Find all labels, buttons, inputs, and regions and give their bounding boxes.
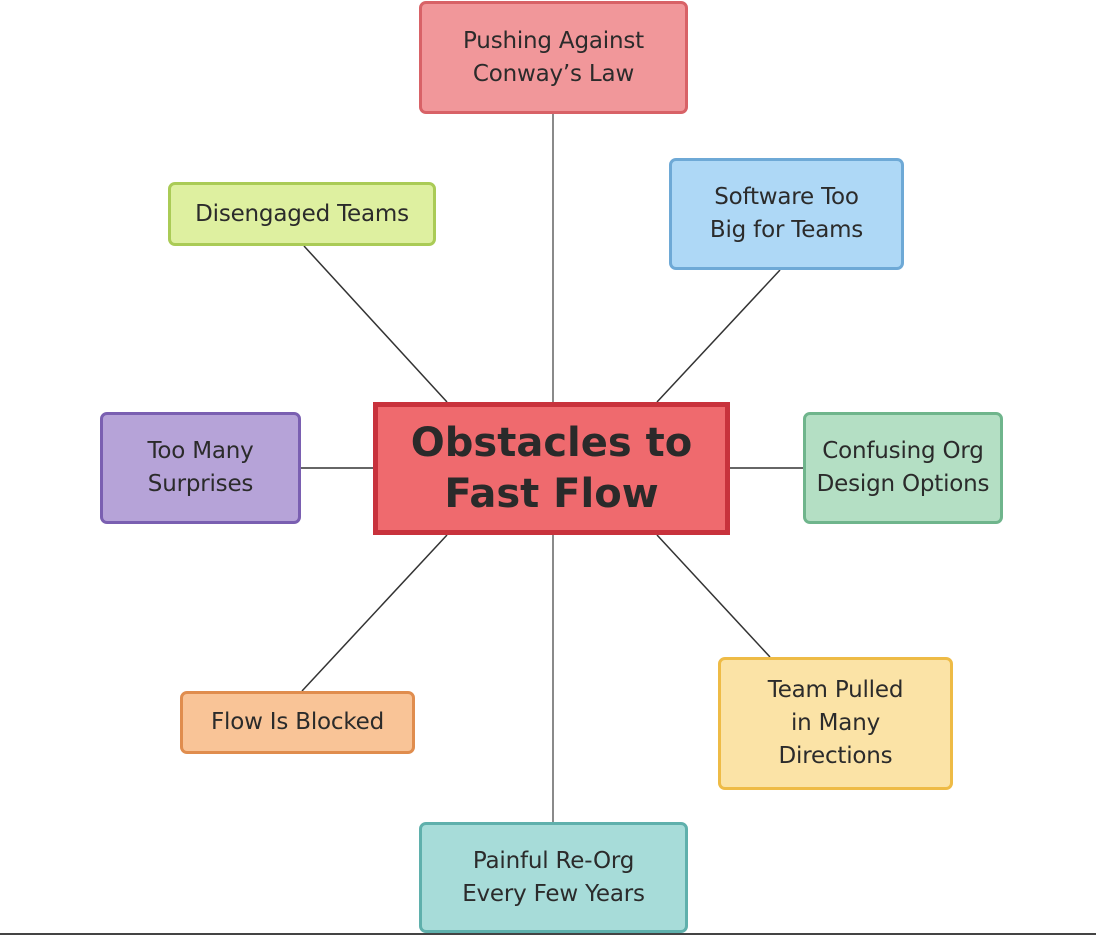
node-label: Pushing Against Conway’s Law — [463, 27, 644, 87]
node-team-pulled-in-many-directions: Team Pulled in Many Directions — [718, 657, 953, 790]
node-label: Too Many Surprises — [147, 438, 254, 497]
connector-disengaged-teams — [303, 245, 448, 403]
node-label: Team Pulled in Many Directions — [767, 677, 904, 769]
node-label: Flow Is Blocked — [210, 709, 385, 735]
node-disengaged-teams: Disengaged Teams — [168, 182, 436, 246]
connector-software-too-big-for-teams — [656, 269, 781, 403]
bottom-border-line — [0, 933, 1096, 935]
node-label: Software Too Big for Teams — [709, 184, 864, 243]
node-software-too-big-for-teams: Software Too Big for Teams — [669, 158, 904, 270]
central-topic-label: Obstacles to Fast Flow — [410, 419, 693, 517]
node-flow-is-blocked: Flow Is Blocked — [180, 691, 415, 754]
node-label: Confusing Org Design Options — [816, 438, 990, 497]
node-too-many-surprises: Too Many Surprises — [100, 412, 301, 524]
connector-team-pulled-in-many-directions — [656, 534, 771, 658]
connector-flow-is-blocked — [301, 534, 448, 692]
node-confusing-org-design-options: Confusing Org Design Options — [803, 412, 1003, 524]
node-painful-re-org-every-few-years: Painful Re-Org Every Few Years — [419, 822, 688, 933]
node-label: Painful Re-Org Every Few Years — [462, 847, 645, 907]
central-topic-box: Obstacles to Fast Flow — [373, 402, 730, 535]
node-pushing-against-conways-law: Pushing Against Conway’s Law — [419, 1, 688, 114]
node-label: Disengaged Teams — [195, 200, 409, 227]
